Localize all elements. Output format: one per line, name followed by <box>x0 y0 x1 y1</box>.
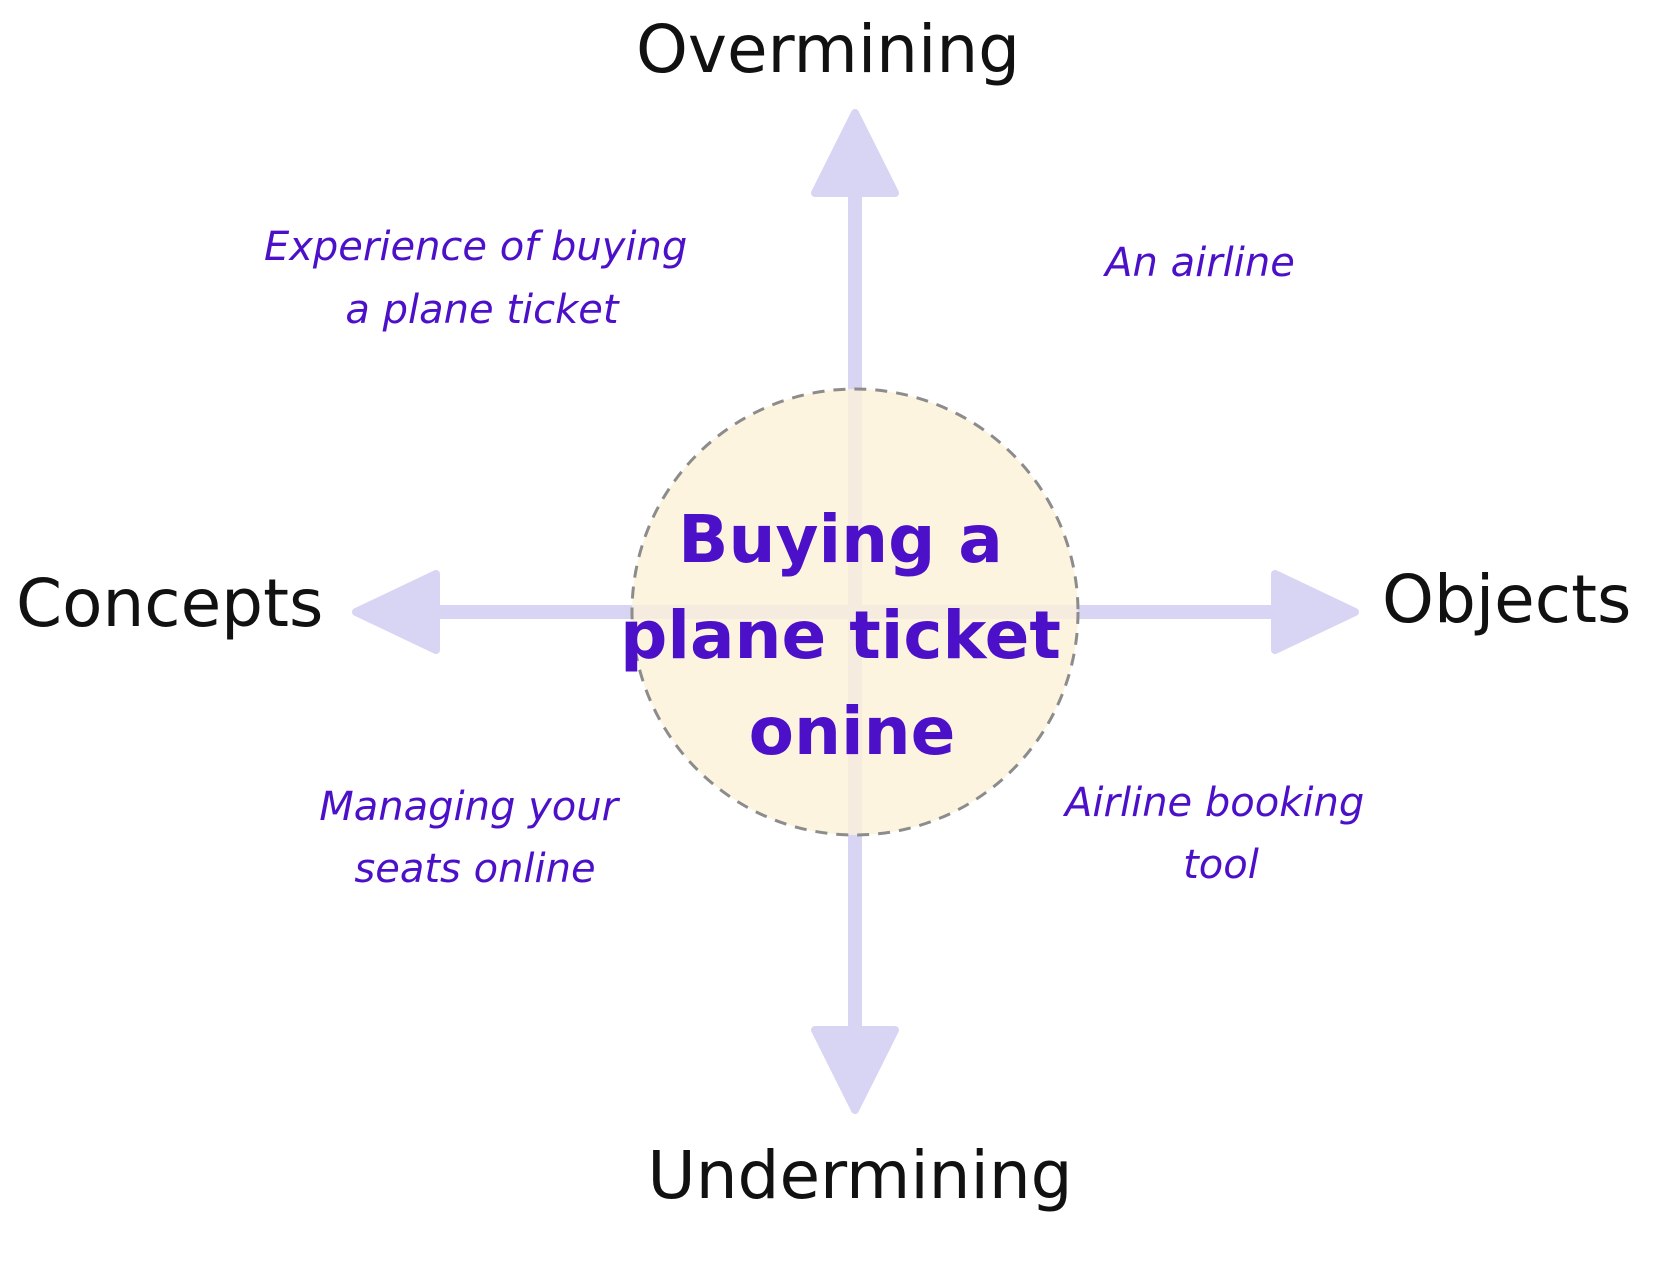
axis-label-bottom: Undermining <box>647 1137 1072 1214</box>
quadrant-label-bottom-left: Managing your seats online <box>319 784 631 892</box>
center-circle <box>630 387 1080 837</box>
axis-label-right: Objects <box>1382 561 1631 638</box>
quadrant-label-bottom-right: Airline booking tool <box>1062 780 1377 888</box>
down-arrow-head <box>811 1026 899 1114</box>
axis-label-left: Concepts <box>16 565 323 642</box>
left-arrow-head <box>352 570 440 654</box>
right-arrow-head <box>1271 570 1359 654</box>
axis-label-top: Overmining <box>636 11 1020 88</box>
quadrant-label-top-right: An airline <box>1102 240 1295 286</box>
quadrant-label-top-left: Experience of buying a plane ticket <box>264 224 700 333</box>
center-label: Buying a plane ticket onine <box>620 501 1084 770</box>
up-arrow-head <box>811 109 899 197</box>
